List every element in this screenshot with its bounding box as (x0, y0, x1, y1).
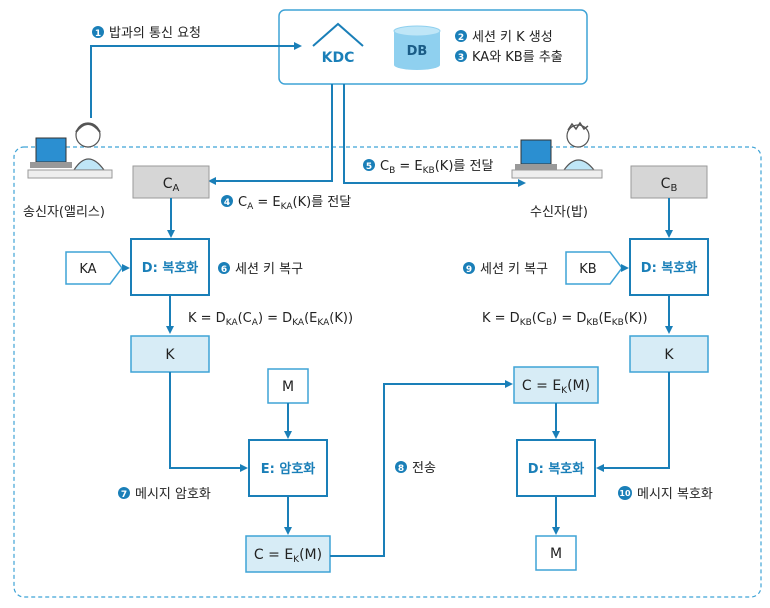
step-8-badge (395, 461, 407, 473)
alice-decrypt-label: D: 복호화 (142, 260, 198, 276)
step-7-text: 메시지 암호화 (135, 487, 211, 502)
cb-delivery-arrow (343, 84, 526, 187)
ca-box (132, 165, 210, 199)
k-to-decrypt-arrow (596, 372, 670, 472)
step-10-num: 10 (619, 489, 631, 498)
k-to-encrypt-arrow (169, 372, 248, 472)
step-9-num: 9 (466, 265, 472, 275)
bob-decrypt-box (629, 238, 709, 296)
cipher-sender-label: C = EK(M) (254, 547, 322, 565)
step-7-num: 7 (121, 490, 127, 500)
plain-m-label: M (282, 379, 294, 395)
bob-decrypt-label: D: 복호화 (641, 260, 697, 276)
output-m-label: M (550, 546, 562, 562)
step-7-badge (118, 487, 130, 499)
step-6-num: 6 (221, 265, 227, 275)
step-9-text: 세션 키 복구 (480, 262, 548, 277)
transmission-arrow (330, 380, 513, 557)
step-9-badge (463, 262, 475, 274)
kdc-label: KDC (322, 50, 355, 66)
alice-k-box (130, 335, 210, 373)
step-3-text: KA와 KB를 추출 (472, 50, 563, 65)
kdc-roof-icon (312, 22, 364, 47)
cipher-box-receiver (513, 366, 599, 404)
bob-key-formula: K = DKB(CB) = DKB(EKB(K)) (482, 311, 648, 328)
step-5-text: CB = EKB(K)를 전달 (380, 159, 493, 176)
bob-k-label: K (664, 347, 674, 363)
cipher-box-sender (245, 535, 331, 573)
step-3-num: 3 (458, 53, 464, 63)
alice-key-formula: K = DKA(CA) = DKA(EKA(K)) (188, 311, 353, 328)
receiver-person-icon (511, 121, 603, 179)
step-4-badge (221, 195, 233, 207)
step-2-num: 2 (458, 33, 464, 43)
db-icon: DB (393, 25, 441, 70)
step-6-badge (218, 262, 230, 274)
step-5-badge (363, 159, 375, 171)
step-1-text: 밥과의 통신 요청 (109, 26, 201, 41)
step-10-badge (618, 486, 632, 500)
sender-label: 송신자(앨리스) (23, 205, 105, 220)
message-decrypt-label: D: 복호화 (528, 461, 584, 477)
step-10-text: 메시지 복호화 (637, 487, 713, 502)
alice-k-label: K (165, 347, 175, 363)
step-2-badge (455, 30, 467, 42)
step-5-num: 5 (366, 162, 372, 172)
step-4-text: CA = EKA(K)를 전달 (238, 195, 351, 212)
request-arrow (90, 42, 302, 118)
sender-person-icon (27, 122, 113, 179)
step-2-text: 세션 키 K 생성 (472, 30, 553, 45)
bob-k-box (629, 335, 709, 373)
step-6-text: 세션 키 복구 (235, 262, 303, 277)
plain-m-box (267, 368, 309, 404)
step-8-num: 8 (398, 464, 404, 474)
ca-delivery-arrow (208, 84, 333, 185)
system-boundary (13, 146, 762, 598)
encrypt-label: E: 암호화 (261, 461, 316, 477)
alice-decrypt-box (130, 238, 210, 296)
step-4-num: 4 (224, 198, 230, 208)
step-8-text: 전송 (412, 461, 436, 476)
kb-input (565, 251, 623, 285)
kb-label: KB (579, 262, 596, 277)
ka-input (65, 251, 123, 285)
ka-label: KA (79, 262, 96, 277)
db-label: DB (407, 44, 428, 59)
cipher-receiver-label: C = EK(M) (522, 378, 590, 396)
step-3-badge (455, 50, 467, 62)
step-1-num: 1 (95, 29, 101, 39)
receiver-label: 수신자(밥) (530, 205, 588, 220)
output-m-box (535, 535, 577, 571)
step-1-badge (92, 26, 104, 38)
cb-box (630, 165, 708, 199)
